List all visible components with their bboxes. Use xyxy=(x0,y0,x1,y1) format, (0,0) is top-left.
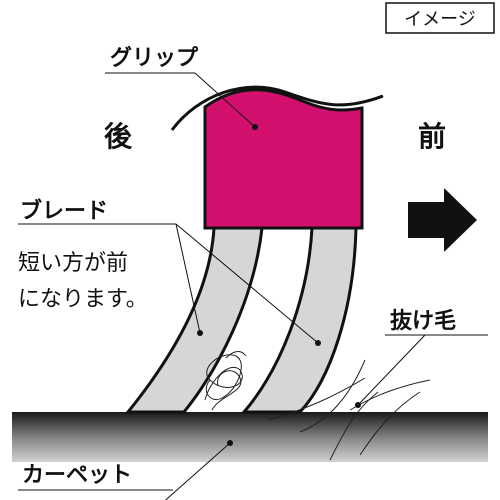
blade-note-line-2: になります。 xyxy=(18,287,148,312)
loose-hair-label: 抜け毛 xyxy=(390,309,456,334)
blade-front xyxy=(240,226,358,414)
carpet-label: カーペット xyxy=(22,463,132,488)
blade-note-line-1: 短い方が前 xyxy=(18,251,128,276)
grip xyxy=(203,88,364,230)
blade-rear xyxy=(124,226,264,414)
blade-label: ブレード xyxy=(20,198,108,224)
leader-lines xyxy=(164,72,426,500)
hair-scribble-icon xyxy=(204,351,247,411)
leader-dots xyxy=(197,124,361,446)
grip-handle-curve xyxy=(170,85,384,131)
back-label: 後 xyxy=(104,120,133,153)
arrow-right-icon xyxy=(408,188,477,252)
front-label: 前 xyxy=(418,120,446,153)
badge-frame xyxy=(385,2,495,34)
grip-label: グリップ xyxy=(110,45,199,71)
carpet xyxy=(12,412,488,462)
badge-label: イメージ xyxy=(404,9,476,30)
